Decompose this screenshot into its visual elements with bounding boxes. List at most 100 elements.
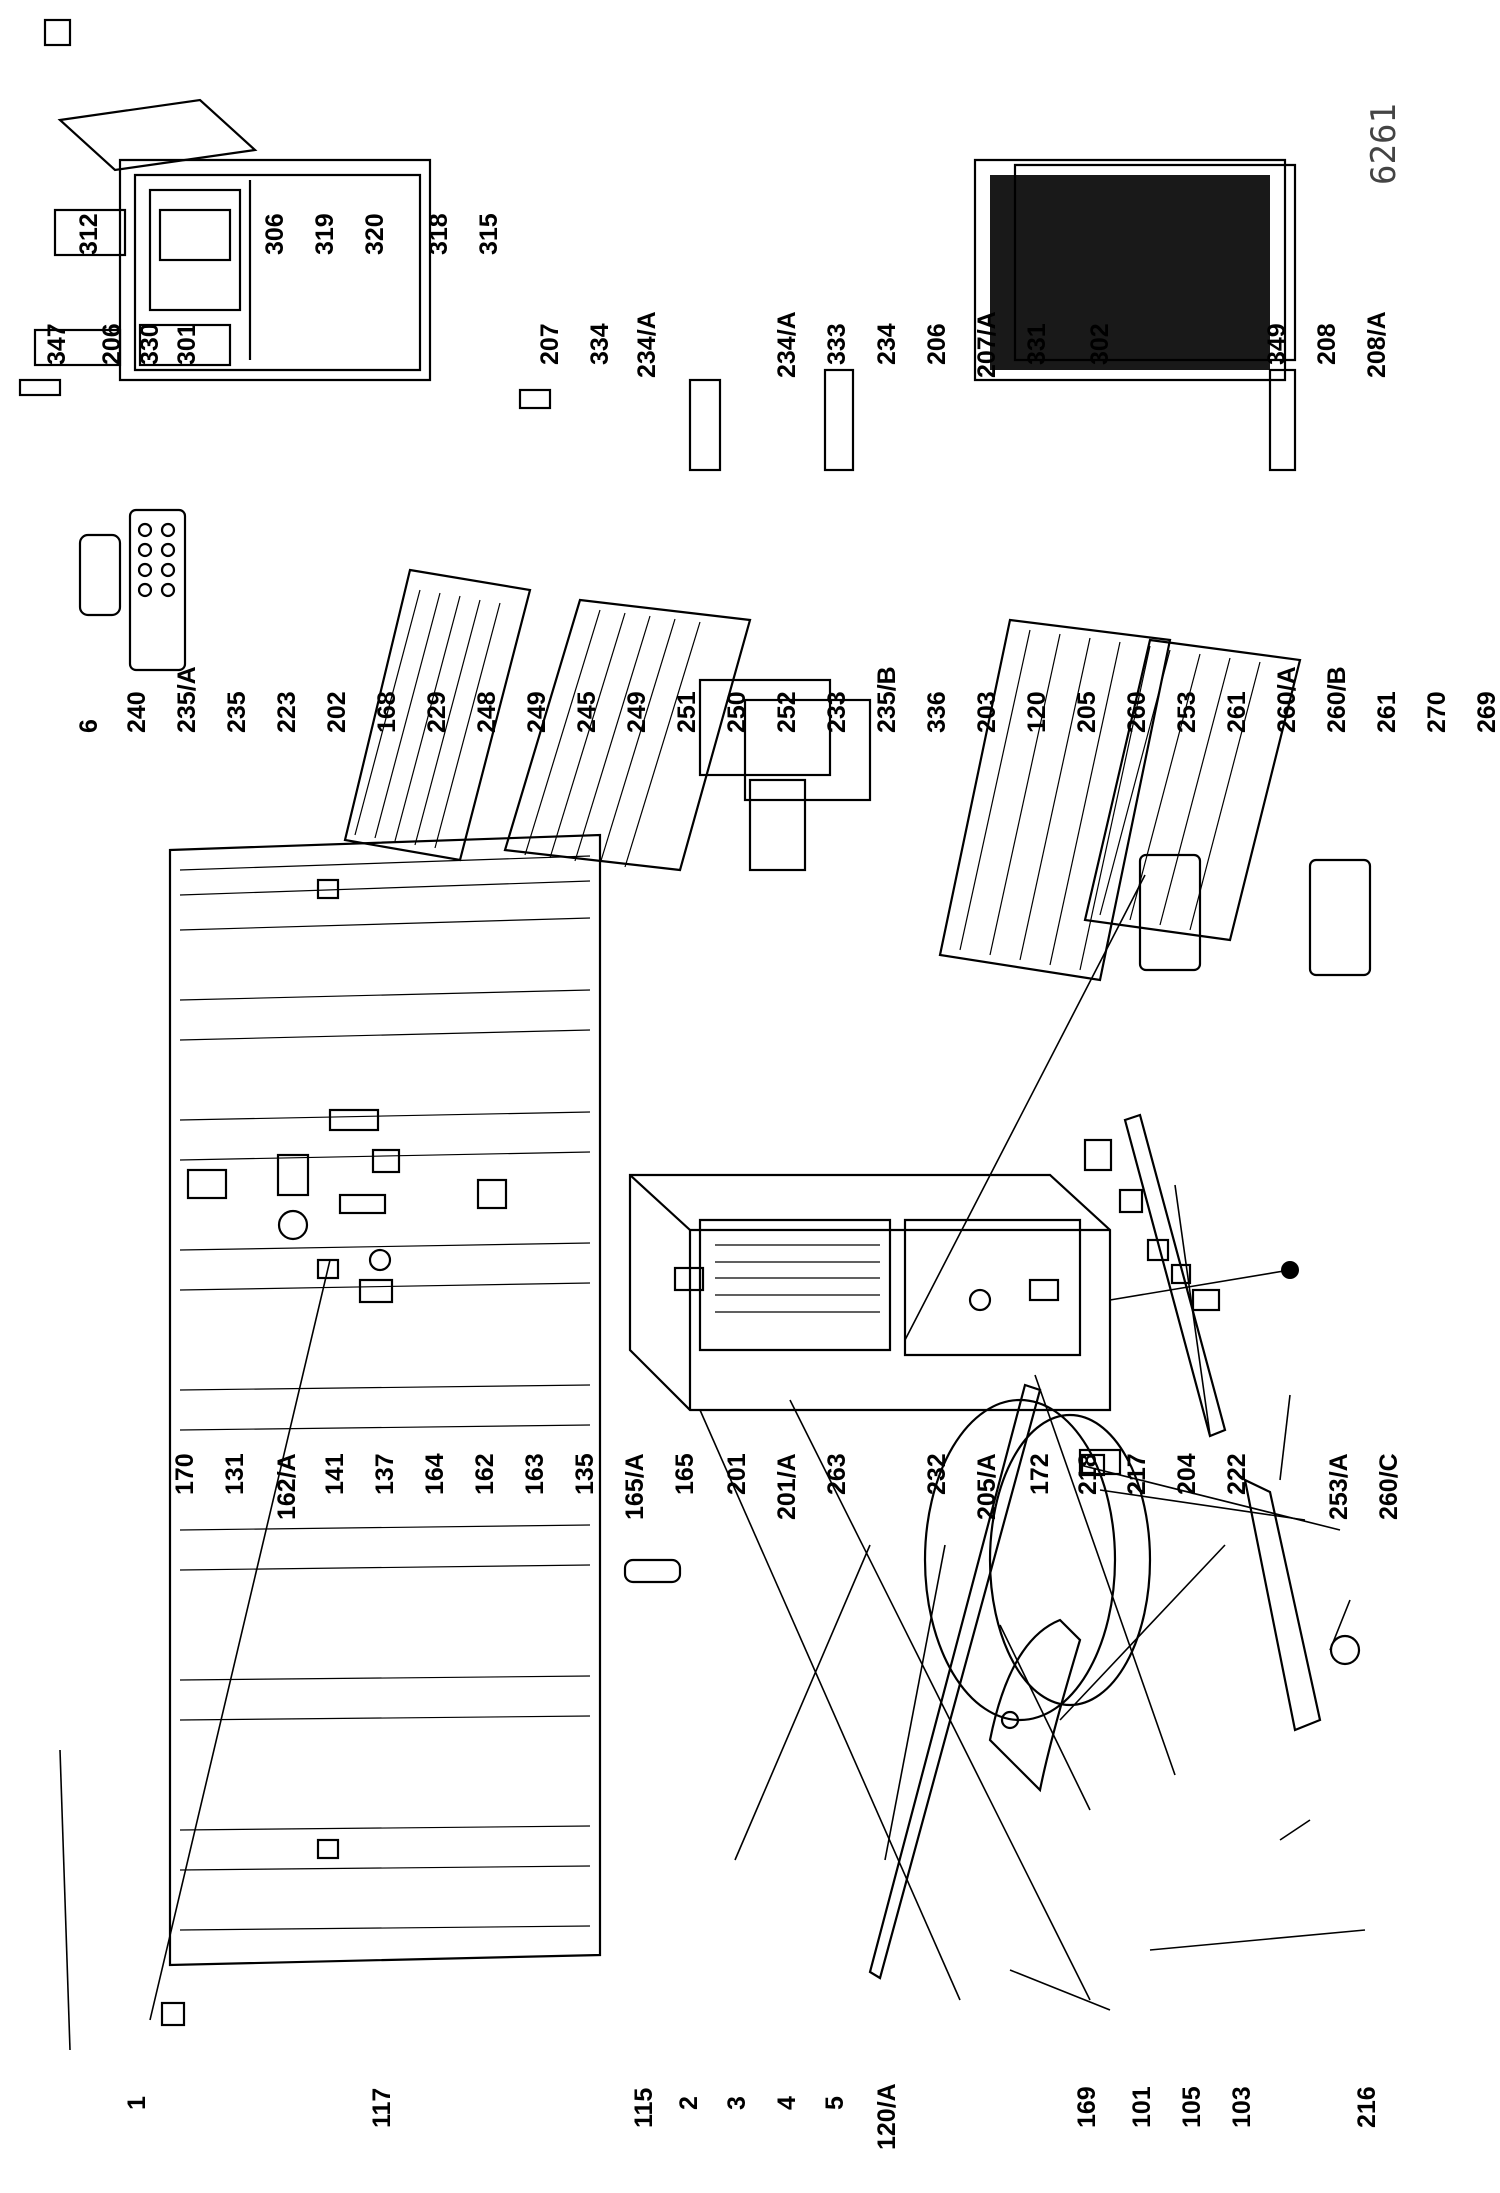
label-205a: 205/A (973, 1453, 1001, 1520)
label-250: 250 (723, 691, 751, 733)
label-269: 269 (1473, 691, 1500, 733)
door-profile-222-drawing (1123, 1113, 1227, 1438)
freezer-door-drawing (973, 158, 1297, 382)
label-318: 318 (425, 213, 453, 255)
label-315: 315 (475, 213, 503, 255)
relay-box-169-drawing (988, 1618, 1082, 1793)
label-302: 302 (1086, 323, 1114, 365)
label-261-lower: 261 (1373, 691, 1401, 733)
label-235: 235 (223, 691, 251, 733)
label-249-lower: 249 (623, 691, 651, 733)
label-347: 347 (43, 323, 71, 365)
label-234: 234 (873, 323, 901, 365)
callout-labels: 1 117 115 2 3 4 5 120/A 169 101 105 103 … (43, 213, 1500, 2150)
drawers-drawing (698, 678, 872, 872)
label-135: 135 (571, 1453, 599, 1495)
label-137: 137 (371, 1453, 399, 1495)
cabinet-body-drawing (628, 1173, 1112, 1412)
label-222: 222 (1223, 1453, 1251, 1495)
label-263: 263 (823, 1453, 851, 1495)
label-260c: 260/C (1375, 1453, 1403, 1520)
label-270: 270 (1423, 691, 1451, 733)
label-207a: 207/A (973, 311, 1001, 378)
label-163: 163 (521, 1453, 549, 1495)
label-334: 334 (586, 323, 614, 365)
label-253a: 253/A (1325, 1453, 1353, 1520)
label-249-upper: 249 (523, 691, 551, 733)
label-312: 312 (75, 213, 103, 255)
shelves-drawing (343, 568, 752, 872)
label-204: 204 (1173, 1453, 1201, 1495)
drier-115-drawing (623, 1558, 682, 1584)
label-260: 260 (1123, 691, 1151, 733)
label-117: 117 (368, 2088, 396, 2128)
label-120: 120 (1023, 691, 1051, 733)
fridge-door-drawing (118, 158, 432, 382)
label-103: 103 (1228, 2086, 1256, 2128)
label-141: 141 (321, 1453, 349, 1495)
door-shelves-drawing (33, 18, 258, 367)
label-170: 170 (171, 1453, 199, 1495)
label-165: 165 (671, 1453, 699, 1495)
label-172: 172 (1026, 1453, 1054, 1495)
label-201a: 201/A (773, 1453, 801, 1520)
label-101: 101 (1128, 2086, 1156, 2128)
freezer-baskets-drawing (938, 618, 1372, 982)
label-253: 253 (1173, 691, 1201, 733)
label-208a: 208/A (1363, 311, 1391, 378)
door-strips-drawing (18, 368, 1297, 472)
label-349: 349 (1263, 323, 1291, 365)
label-5: 5 (821, 2096, 849, 2110)
label-319: 319 (311, 213, 339, 255)
egg-tray-240-drawing (78, 508, 187, 672)
label-165a: 165/A (621, 1453, 649, 1520)
label-234a-upper: 234/A (633, 311, 661, 378)
label-131: 131 (221, 1453, 249, 1495)
label-234a-lower: 234/A (773, 311, 801, 378)
small-fittings-drawing (186, 1108, 1299, 1312)
label-223: 223 (273, 691, 301, 733)
leader-lines (59, 874, 1366, 2051)
label-162a: 162/A (273, 1453, 301, 1520)
label-333: 333 (823, 323, 851, 365)
compressor-101-drawing (923, 1398, 1152, 1722)
label-120a: 120/A (873, 2083, 901, 2150)
label-115: 115 (630, 2088, 658, 2128)
foot-216-drawing (1329, 1634, 1361, 1666)
label-260a: 260/A (1273, 666, 1301, 733)
label-206-upper: 206 (98, 323, 126, 365)
label-245: 245 (573, 691, 601, 733)
label-240: 240 (123, 691, 151, 733)
label-169: 169 (1073, 2086, 1101, 2128)
label-260b: 260/B (1323, 666, 1351, 733)
label-248: 248 (473, 691, 501, 733)
label-2: 2 (675, 2096, 703, 2110)
label-218: 218 (1074, 1453, 1102, 1495)
label-306: 306 (261, 213, 289, 255)
label-252: 252 (773, 691, 801, 733)
label-331: 331 (1023, 323, 1051, 365)
label-205: 205 (1073, 691, 1101, 733)
label-202: 202 (323, 691, 351, 733)
label-206-lower: 206 (923, 323, 951, 365)
label-207: 207 (536, 323, 564, 365)
label-261-upper: 261 (1223, 691, 1251, 733)
label-168: 168 (373, 691, 401, 733)
label-229: 229 (423, 691, 451, 733)
label-235b: 235/B (873, 666, 901, 733)
label-233: 233 (823, 691, 851, 733)
label-235a: 235/A (173, 666, 201, 733)
label-4: 4 (773, 2096, 801, 2110)
label-201: 201 (723, 1453, 751, 1495)
label-1: 1 (123, 2096, 151, 2110)
condenser-117-drawing (160, 833, 602, 2027)
label-251: 251 (673, 691, 701, 733)
label-232: 232 (923, 1453, 951, 1495)
label-164: 164 (421, 1453, 449, 1495)
label-216: 216 (1353, 2086, 1381, 2128)
label-105: 105 (1178, 2086, 1206, 2128)
label-217: 217 (1123, 1453, 1151, 1495)
label-320: 320 (361, 213, 389, 255)
drawing-code: 6261 (1364, 103, 1404, 185)
